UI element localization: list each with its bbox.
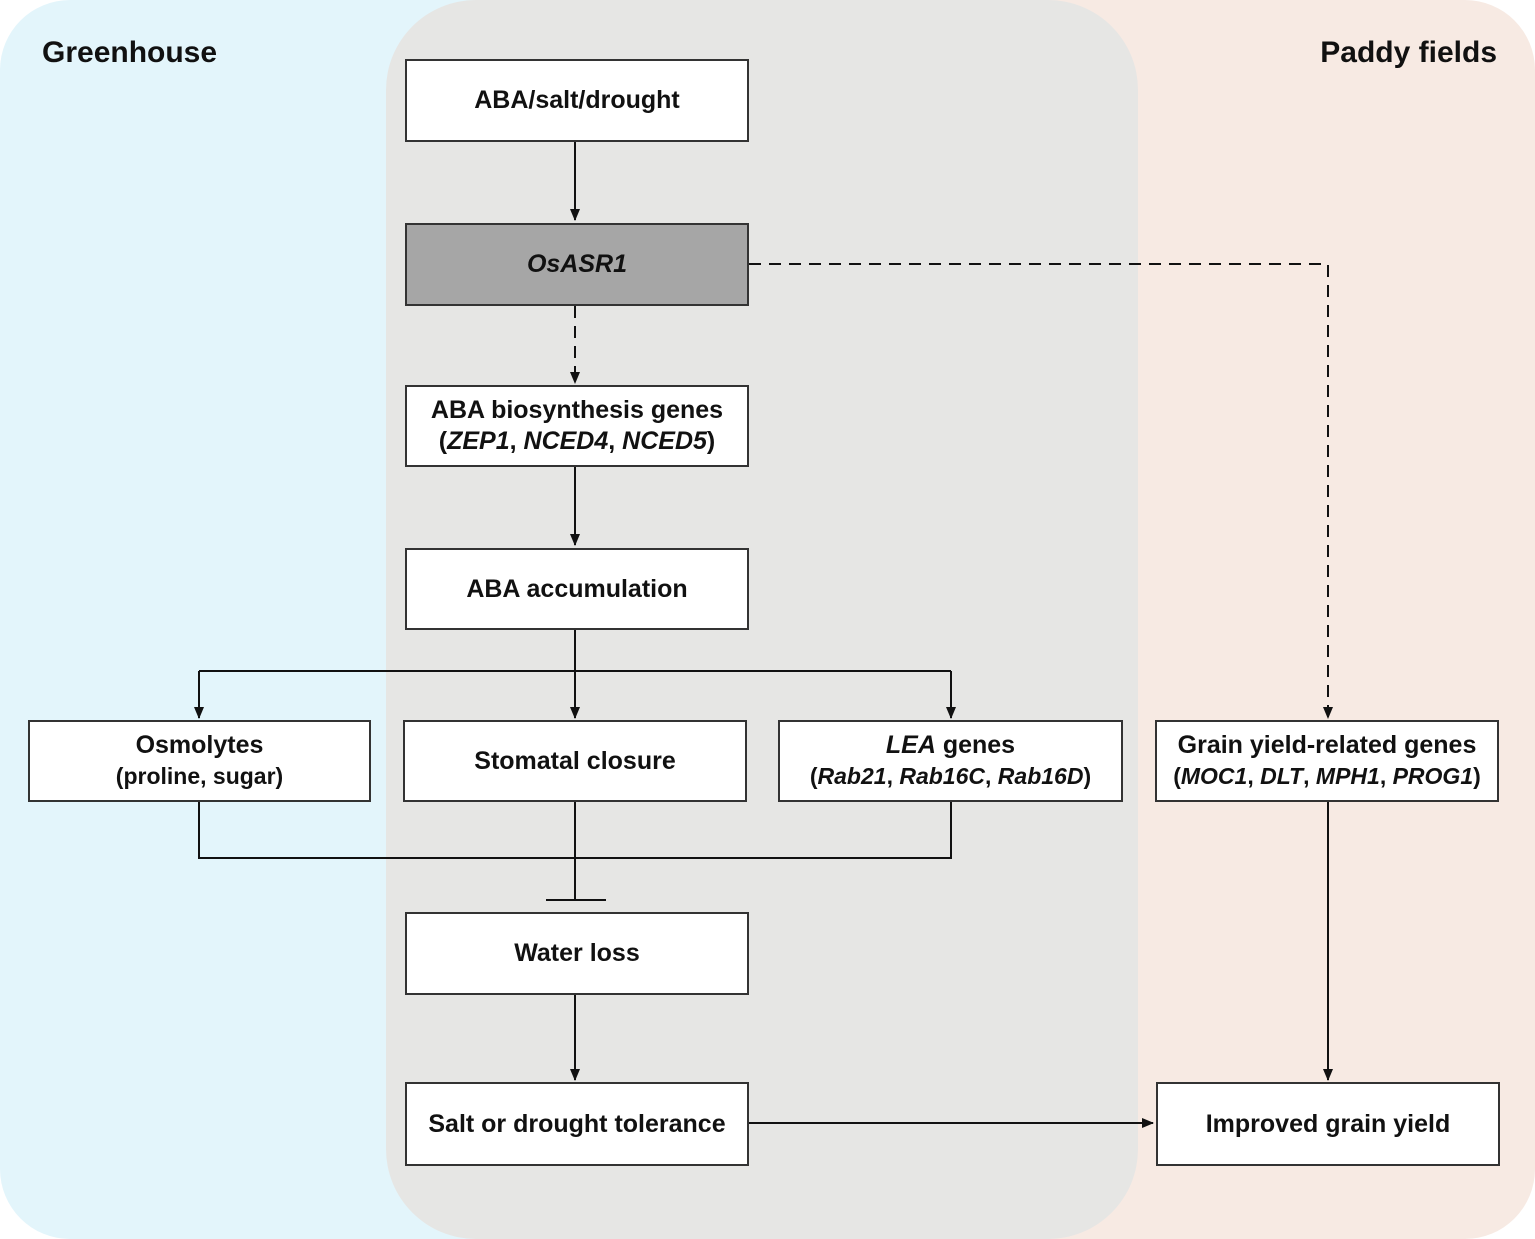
gene-rab16c: Rab16C xyxy=(899,763,986,789)
paren-close: ) xyxy=(706,427,716,455)
lea-italic: LEA xyxy=(885,731,936,759)
gene-dlt: DLT xyxy=(1260,763,1304,789)
node-lea-genes: LEA genes (Rab21, Rab16C, Rab16D) xyxy=(778,720,1123,802)
separator: , xyxy=(1247,763,1261,789)
paren-close: ) xyxy=(1083,763,1092,789)
node-tolerance-label: Salt or drought tolerance xyxy=(428,1109,726,1138)
node-salt-drought-tolerance: Salt or drought tolerance xyxy=(405,1082,749,1166)
node-aba-biosynthesis-title: ABA biosynthesis genes xyxy=(430,396,724,424)
gene-nced5: NCED5 xyxy=(622,427,707,455)
gene-mph1: MPH1 xyxy=(1315,763,1380,789)
gene-moc1: MOC1 xyxy=(1180,763,1248,789)
node-grain-yield-genes: Grain yield-related genes (MOC1, DLT, MP… xyxy=(1155,720,1499,802)
node-osmolytes-sub: (proline, sugar) xyxy=(115,763,284,789)
node-aba-accumulation: ABA accumulation xyxy=(405,548,749,630)
node-lea-title: LEA genes xyxy=(886,730,1015,761)
node-improved-grain-yield: Improved grain yield xyxy=(1156,1082,1500,1166)
node-grain-yield-gene-list: (MOC1, DLT, MPH1, PROG1) xyxy=(1173,761,1481,792)
paren-open: ( xyxy=(809,763,818,789)
separator: , xyxy=(509,427,524,455)
node-aba-salt-drought-label: ABA/salt/drought xyxy=(474,86,680,114)
gene-rab16d: Rab16D xyxy=(997,763,1084,789)
paddy-fields-label: Paddy fields xyxy=(1320,36,1497,69)
greenhouse-label: Greenhouse xyxy=(42,36,218,69)
lea-rest: genes xyxy=(935,731,1016,759)
node-lea-gene-list: (Rab21, Rab16C, Rab16D) xyxy=(810,761,1091,792)
node-grain-yield-genes-title: Grain yield-related genes xyxy=(1177,731,1477,759)
node-aba-biosynthesis-gene-list: (ZEP1, NCED4, NCED5) xyxy=(439,426,716,457)
separator: , xyxy=(886,763,900,789)
edge-osasr1-to-grain-genes xyxy=(749,263,1333,719)
node-stomatal-closure-label: Stomatal closure xyxy=(474,746,676,775)
gene-prog1: PROG1 xyxy=(1392,763,1474,789)
node-water-loss-label: Water loss xyxy=(514,939,640,967)
node-osasr1-label: OsASR1 xyxy=(526,250,628,278)
separator: , xyxy=(1303,763,1316,789)
node-aba-salt-drought: ABA/salt/drought xyxy=(405,59,749,142)
paren-open: ( xyxy=(438,427,448,455)
gene-rab21: Rab21 xyxy=(817,763,887,789)
node-osasr1: OsASR1 xyxy=(405,223,749,306)
gene-nced4: NCED4 xyxy=(523,427,609,455)
separator: , xyxy=(608,427,623,455)
node-improved-grain-yield-label: Improved grain yield xyxy=(1205,1109,1451,1138)
node-aba-biosynthesis-genes: ABA biosynthesis genes (ZEP1, NCED4, NCE… xyxy=(405,385,749,467)
gene-zep1: ZEP1 xyxy=(447,427,510,455)
separator: , xyxy=(1379,763,1393,789)
paren-open: ( xyxy=(1173,763,1181,789)
node-osmolytes: Osmolytes (proline, sugar) xyxy=(28,720,371,802)
node-stomatal-closure: Stomatal closure xyxy=(403,720,747,802)
node-water-loss: Water loss xyxy=(405,912,749,995)
separator: , xyxy=(985,763,998,789)
paren-close: ) xyxy=(1473,763,1481,789)
node-osmolytes-title: Osmolytes xyxy=(135,731,264,759)
node-aba-accumulation-label: ABA accumulation xyxy=(466,574,688,603)
